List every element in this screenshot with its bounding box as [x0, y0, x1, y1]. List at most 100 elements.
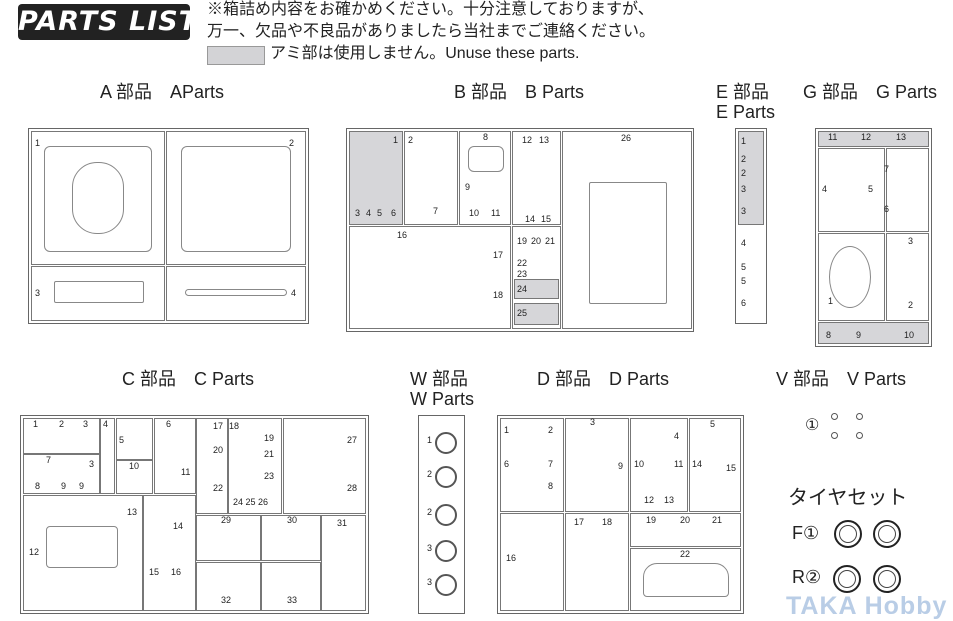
part-number: 19 — [517, 236, 528, 246]
part-number: 1 — [33, 419, 39, 429]
part-number: 16 — [397, 230, 408, 240]
part-number: 9 — [61, 481, 67, 491]
part-number: 2 — [741, 168, 747, 178]
part-number: 5 — [377, 208, 383, 218]
watermark: TAKA Hobby — [786, 592, 948, 620]
part-number: 32 — [221, 595, 232, 605]
part-number: 3 — [427, 577, 433, 587]
part-number: 1 — [828, 296, 834, 306]
part-number: 8 — [548, 481, 554, 491]
part-number: 20 — [531, 236, 542, 246]
part-number: 22 — [213, 483, 224, 493]
part-number: 30 — [287, 515, 298, 525]
part-number: 15 — [541, 214, 552, 224]
part-number: 6 — [391, 208, 397, 218]
sprue-g: 11 12 13 4 5 7 6 3 1 2 8 9 10 — [815, 128, 932, 347]
part-number: 11 — [674, 459, 684, 469]
part-number: 24 25 26 — [233, 497, 269, 507]
part-number: 4 — [366, 208, 372, 218]
part-number: 6 — [504, 459, 510, 469]
section-c-title: C 部品 C Parts — [122, 369, 255, 389]
unused-swatch — [207, 46, 265, 65]
part-number: 2 — [427, 507, 433, 517]
part-number: 1 — [504, 425, 510, 435]
part-number: 6 — [884, 204, 890, 214]
part-number: 22 — [517, 258, 528, 268]
part-number: 13 — [539, 135, 550, 145]
part-number: 13 — [127, 507, 138, 517]
section-e-title: E 部品 — [716, 82, 770, 102]
part-number: 8 — [483, 132, 489, 142]
part-number: 3 — [590, 417, 596, 427]
part-number: 11 — [491, 208, 501, 218]
part-number: 19 — [646, 515, 657, 525]
part-number: 4 — [741, 238, 747, 248]
part-number: 4 — [674, 431, 680, 441]
sprue-b: 1 2 8 12 13 26 3 4 5 6 7 9 10 11 14 15 1… — [346, 128, 694, 332]
part-number: 12 — [29, 547, 40, 557]
part-number: 6 — [741, 298, 747, 308]
sprue-d: 1 2 3 4 5 6 7 8 9 10 11 12 13 14 15 16 1… — [497, 415, 744, 614]
parts-list-logo: PARTS LIST — [18, 4, 197, 40]
part-number: 9 — [465, 182, 471, 192]
part-number: 14 — [525, 214, 536, 224]
part-number: 8 — [826, 330, 832, 340]
part-number: 7 — [884, 164, 890, 174]
part-number: 33 — [287, 595, 298, 605]
v-part-icon — [831, 413, 838, 420]
part-number: 1 — [393, 135, 399, 145]
unused-note: アミ部は使用しません。Unuse these parts. — [270, 45, 580, 62]
rear-tire-icon — [833, 565, 861, 593]
part-number: 17 — [574, 517, 585, 527]
rear-tire-label: R② — [792, 567, 822, 587]
part-number: 22 — [680, 549, 691, 559]
front-tire-label: F① — [792, 523, 820, 543]
part-number: 31 — [337, 518, 348, 528]
section-e-title-en: E Parts — [716, 102, 776, 122]
part-number: 2 — [548, 425, 554, 435]
v-part-icon — [831, 432, 838, 439]
section-w-title-en: W Parts — [410, 389, 475, 409]
part-number: 3 — [741, 184, 747, 194]
sprue-w: 1 2 2 3 3 — [418, 415, 465, 614]
part-number: 16 — [506, 553, 517, 563]
part-number: 18 — [229, 421, 240, 431]
part-number: 5 — [710, 419, 716, 429]
part-number: 28 — [347, 483, 358, 493]
part-number: 4 — [103, 419, 109, 429]
part-number: 12 — [644, 495, 655, 505]
part-number: 10 — [904, 330, 915, 340]
part-number: 5 — [119, 435, 125, 445]
part-number: 15 — [726, 463, 737, 473]
part-number: 7 — [433, 206, 439, 216]
v-part-icon — [856, 432, 863, 439]
part-number: 3 — [427, 543, 433, 553]
part-number: 16 — [171, 567, 182, 577]
part-number: 3 — [741, 206, 747, 216]
part-number: 1 — [427, 435, 433, 445]
part-number: 17 — [493, 250, 504, 260]
part-number: 17 — [213, 421, 224, 431]
part-number: 3 — [83, 419, 89, 429]
part-number: 9 — [856, 330, 862, 340]
part-number: 24 — [517, 284, 528, 294]
sprue-c: 1 2 3 4 5 6 7 3 8 9 9 10 11 17 18 19 20 … — [20, 415, 369, 614]
part-number: 10 — [634, 459, 645, 469]
part-number: 11 — [828, 132, 838, 142]
contact-note: 万一、欠品や不良品がありましたら当社までご連絡ください。 — [207, 23, 656, 40]
part-number: 23 — [264, 471, 275, 481]
part-number: 3 — [35, 288, 41, 298]
part-number: 2 — [408, 135, 414, 145]
part-number: 3 — [355, 208, 361, 218]
part-number: 2 — [59, 419, 65, 429]
part-number: 3 — [908, 236, 914, 246]
part-number: 12 — [522, 135, 533, 145]
front-tire-icon — [834, 520, 862, 548]
part-number: 27 — [347, 435, 358, 445]
part-number: 14 — [692, 459, 703, 469]
section-d-title: D 部品 D Parts — [537, 369, 670, 389]
sprue-a: 1 2 3 4 — [28, 128, 309, 324]
v-part-icon — [856, 413, 863, 420]
part-number: 11 — [181, 467, 191, 477]
